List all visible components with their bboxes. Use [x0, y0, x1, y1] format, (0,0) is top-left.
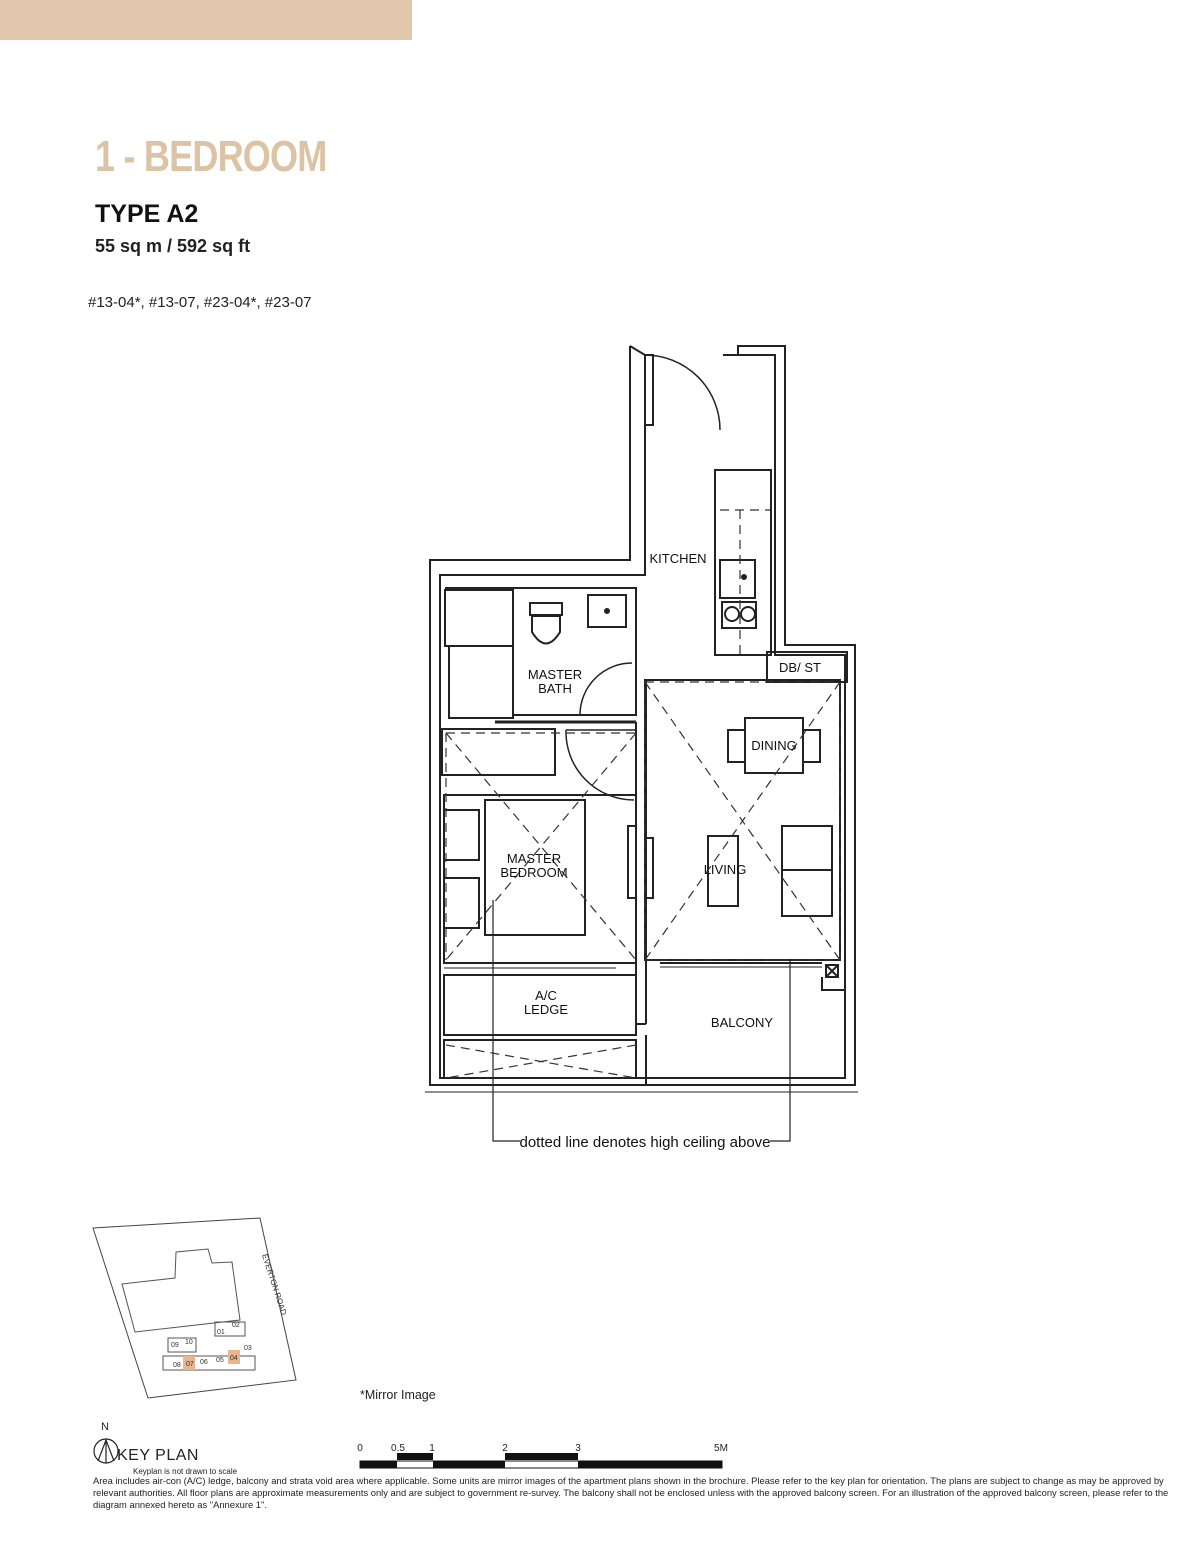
mirror-image-note: *Mirror Image: [360, 1388, 436, 1402]
scale-bar: 0 0.5 1 2 3 5M: [357, 1443, 728, 1469]
north-arrow-icon: [93, 1438, 119, 1464]
scale-label: 5M: [714, 1443, 728, 1454]
category-heading: 1 - BEDROOM: [95, 132, 327, 181]
scale-label: 2: [502, 1443, 508, 1454]
key-plan-note: Keyplan is not drawn to scale: [133, 1467, 238, 1476]
room-label-master-bedroom: BEDROOM: [500, 865, 567, 880]
keyplan-unit: 06: [200, 1359, 208, 1366]
keyplan-unit: 03: [244, 1345, 252, 1352]
key-plan-map: 09 10 01 02 08 07 06 05 04 03 EVERTON RO…: [92, 1217, 297, 1399]
room-label-living: LIVING: [704, 862, 747, 877]
top-accent-bar: [0, 0, 412, 40]
high-ceiling-callout: dotted line denotes high ceiling above: [519, 1134, 770, 1151]
disclaimer-footnote: Area includes air-con (A/C) ledge, balco…: [93, 1475, 1169, 1510]
keyplan-unit: 09: [171, 1342, 179, 1349]
scale-label: 3: [575, 1443, 581, 1454]
room-label-balcony: BALCONY: [711, 1015, 773, 1030]
key-plan-title: KEY PLAN: [117, 1447, 199, 1464]
outer-wall: [429, 345, 856, 1086]
room-label-master-bath: BATH: [538, 681, 572, 696]
unit-type-title: TYPE A2: [95, 200, 199, 228]
scale-label: 1: [429, 1443, 435, 1454]
room-label-ac-ledge: LEDGE: [524, 1002, 568, 1017]
keyplan-unit: 07: [186, 1361, 194, 1368]
room-label-ac-ledge: A/C: [535, 988, 557, 1003]
unit-numbers: #13-04*, #13-07, #23-04*, #23-07: [88, 294, 312, 311]
keyplan-unit: 10: [185, 1339, 193, 1346]
keyplan-unit: 08: [173, 1362, 181, 1369]
keyplan-unit: 04: [230, 1355, 238, 1362]
scale-label: 0.5: [391, 1443, 405, 1454]
unit-area: 55 sq m / 592 sq ft: [95, 236, 251, 256]
keyplan-unit: 05: [216, 1357, 224, 1364]
inner-outline: [439, 354, 846, 1079]
room-label-db-st: DB/ ST: [779, 660, 821, 675]
keyplan-unit: 02: [232, 1322, 240, 1329]
room-label-kitchen: KITCHEN: [649, 551, 706, 566]
room-label-dining: DINING: [751, 738, 797, 753]
keyplan-road-label: EVERTON ROAD: [260, 1253, 288, 1317]
scale-label: 0: [357, 1443, 363, 1454]
north-label: N: [101, 1421, 109, 1433]
keyplan-unit: 01: [217, 1329, 225, 1336]
room-label-master-bedroom: MASTER: [507, 851, 561, 866]
room-label-master-bath: MASTER: [528, 667, 582, 682]
